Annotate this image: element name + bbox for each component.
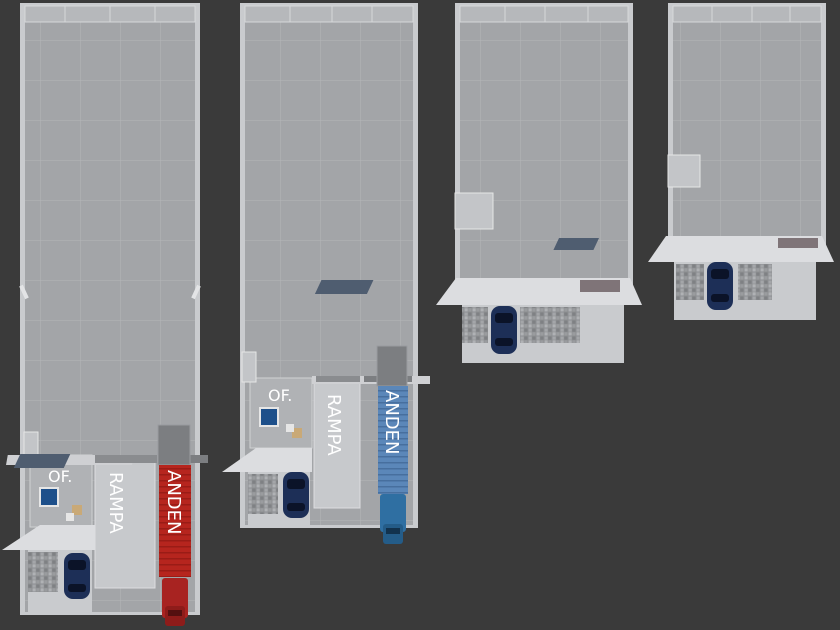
dock-2-door xyxy=(376,345,408,387)
blue-car-3 xyxy=(491,306,517,354)
cobble-3a xyxy=(462,307,488,343)
blue-truck xyxy=(380,494,406,544)
building-3-floor xyxy=(460,22,628,284)
solar-panel-4 xyxy=(553,238,600,250)
dock-2 xyxy=(378,386,408,494)
cobble-1 xyxy=(28,552,58,592)
blue-car-4 xyxy=(707,262,733,310)
building-4-floor xyxy=(673,22,821,242)
red-truck xyxy=(162,578,188,626)
building-4-roof-truss xyxy=(672,5,822,23)
cobble-2 xyxy=(248,474,278,514)
building-3 xyxy=(314,3,642,363)
solar-panel-2 xyxy=(13,454,71,468)
ramp-2 xyxy=(313,379,361,509)
building-4 xyxy=(553,3,834,320)
ramp-1-label: RAMPA xyxy=(105,472,126,534)
cobble-3b xyxy=(520,307,580,343)
canopy-2 xyxy=(222,448,312,472)
dock-1-label: ANDEN xyxy=(163,470,184,534)
building-3-roof-truss xyxy=(459,5,629,23)
ramp-2-label: RAMPA xyxy=(323,394,344,456)
office-desk-icon xyxy=(39,487,59,507)
office-desk-icon-2 xyxy=(259,407,279,427)
blue-car-2 xyxy=(283,472,309,518)
blue-car-1 xyxy=(64,553,90,599)
office-1-label: OF. xyxy=(48,467,72,486)
dock-1 xyxy=(159,465,191,577)
restroom-fixtures-2 xyxy=(241,351,257,383)
ramp-1 xyxy=(94,457,156,589)
solar-panel-3 xyxy=(314,280,374,294)
building-2: OF. RAMPA ANDEN xyxy=(13,3,430,544)
office-chair-icon xyxy=(72,505,82,515)
restroom-fixtures-3 xyxy=(454,192,494,230)
building-1: OF. RAMPA ANDEN xyxy=(2,3,208,626)
building-2-roof-truss xyxy=(244,5,414,23)
cobble-4a xyxy=(676,264,704,300)
dock-2-label: ANDEN xyxy=(381,390,402,454)
cobble-4b xyxy=(738,264,772,300)
canopy-1 xyxy=(2,525,95,550)
dock-1-door xyxy=(157,424,191,466)
restroom-fixtures-4 xyxy=(667,154,701,188)
office-2-label: OF. xyxy=(268,386,292,405)
